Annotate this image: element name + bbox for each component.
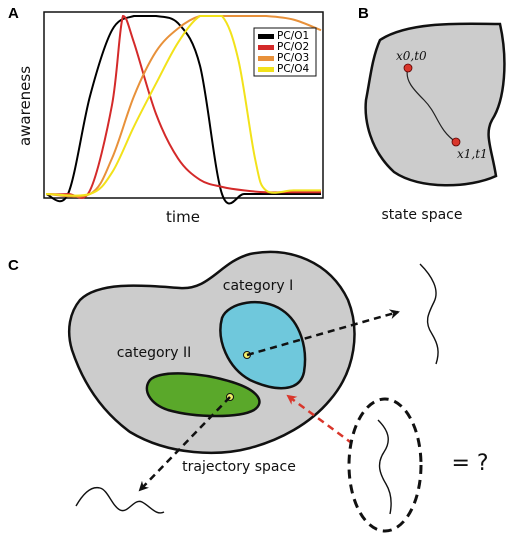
chart-lines xyxy=(45,14,322,205)
trajectory-sample-top xyxy=(419,263,439,365)
category-2-region xyxy=(145,372,261,418)
chart-xlabel: time xyxy=(166,208,200,226)
legend-label-pco3: PC/O3 xyxy=(277,52,309,64)
chart-legend: PC/O1 PC/O2 PC/O3 PC/O4 xyxy=(253,27,317,77)
series-line-pc-o1 xyxy=(45,14,321,205)
legend-label-pco2: PC/O2 xyxy=(277,41,309,53)
trajectory-sample-bottom xyxy=(75,486,165,514)
category-2-label: category II xyxy=(117,345,192,361)
legend-swatch-pco1 xyxy=(258,34,274,39)
query-ellipse xyxy=(347,397,423,533)
series-line-pc-o2 xyxy=(45,14,321,199)
panel-b-letter: B xyxy=(358,5,369,22)
state-space-caption: state space xyxy=(382,207,463,223)
state-space-region xyxy=(364,22,506,187)
end-label: x1,t1 xyxy=(457,147,488,161)
end-point xyxy=(451,137,461,147)
panel-a-letter: A xyxy=(8,5,19,22)
panel-c-letter: C xyxy=(8,257,19,274)
trajectory-space-region xyxy=(68,250,356,454)
start-label: x0,t0 xyxy=(396,49,427,63)
series-line-pc-o4 xyxy=(45,14,321,197)
legend-swatch-pco4 xyxy=(258,67,274,72)
legend-swatch-pco2 xyxy=(258,45,274,50)
series-line-pc-o3 xyxy=(45,14,322,198)
chart-ylabel: awareness xyxy=(16,66,34,146)
state-trajectory xyxy=(406,67,457,143)
start-point xyxy=(403,63,413,73)
trajectory-space-caption: trajectory space xyxy=(182,459,296,475)
query-equation: = ? xyxy=(451,451,488,476)
arrow-category-1 xyxy=(246,309,400,357)
category-1-label: category I xyxy=(223,278,293,294)
legend-label-pco1: PC/O1 xyxy=(277,30,309,42)
query-trajectory xyxy=(377,419,392,515)
category-1-region xyxy=(219,301,307,390)
arrow-category-2 xyxy=(138,396,231,492)
legend-label-pco4: PC/O4 xyxy=(277,63,309,75)
legend-swatch-pco3 xyxy=(258,56,274,61)
